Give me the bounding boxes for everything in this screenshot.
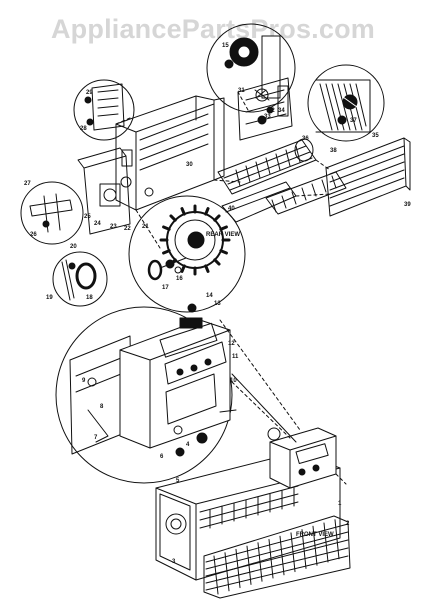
part-number-label: 27	[24, 181, 31, 187]
grille-rail	[205, 523, 349, 563]
part-number-label: 4	[186, 442, 190, 448]
part-number-label: 38	[330, 148, 337, 154]
part-number-label: 5	[176, 478, 180, 484]
grille-rail	[205, 555, 349, 591]
part-number-label: 33	[264, 114, 271, 120]
gear-tooth	[169, 214, 177, 222]
part-number-label: 35	[372, 133, 379, 139]
front-control-module	[267, 427, 337, 489]
part-number-label: 22	[124, 226, 131, 232]
rear-grille	[325, 137, 411, 217]
front-grille	[203, 515, 351, 599]
part-number-label: 23	[110, 224, 117, 230]
detail-circle-left-ring	[52, 251, 108, 307]
grille-rail	[205, 531, 349, 570]
connector-line	[231, 373, 297, 443]
detail-circle-fan-gear	[128, 195, 246, 313]
part-number-label: 11	[232, 354, 239, 360]
part-number-label: 26	[30, 232, 37, 238]
blower-wheel-assembly	[217, 138, 317, 195]
part-number-label: 24	[94, 221, 101, 227]
grille-rail	[205, 539, 349, 577]
part-number-label: 16	[176, 276, 183, 282]
part-number-label: 19	[46, 295, 53, 301]
part-number-label: 39	[404, 202, 411, 208]
grille-slat	[268, 539, 274, 579]
part-number-label: 10	[230, 378, 237, 384]
part-number-label: 6	[160, 454, 164, 460]
motor-bracket-left	[77, 147, 131, 235]
part-number-label: 12	[228, 341, 235, 347]
part-number-label: 15	[222, 43, 229, 49]
gear-tooth	[204, 207, 210, 216]
part-number-label: 30	[186, 162, 193, 168]
front-view-label: FRONT VIEW	[296, 532, 334, 538]
part-number-label: 40	[228, 206, 235, 212]
part-number-label: 13	[214, 301, 221, 307]
lower-dashed-links	[219, 319, 347, 485]
watermark-text: AppliancePartsPros.com	[50, 14, 375, 44]
part-number-label: 29	[86, 90, 93, 96]
gear-tooth	[180, 207, 186, 216]
detail-circle-top-center	[206, 23, 296, 114]
part-number-label: 37	[350, 118, 357, 124]
gear-tooth	[162, 249, 171, 255]
part-number-label: 21	[142, 224, 149, 230]
scroll-housing	[221, 181, 297, 223]
part-number-label: 32	[268, 108, 275, 114]
part-number-label: 8	[100, 404, 104, 410]
part-number-label: 14	[206, 293, 213, 299]
gear-tooth	[213, 214, 221, 222]
gear-tooth	[162, 225, 171, 231]
rear-view-label: REAR VIEW	[206, 232, 240, 238]
detail-circle-right	[307, 64, 385, 142]
upper-right-bracket	[237, 77, 293, 141]
detail-circle-left-bracket	[20, 181, 84, 245]
gear-tooth	[213, 258, 221, 266]
grille-rail	[205, 547, 349, 584]
gear-tooth	[219, 225, 228, 231]
grille-slat	[334, 519, 340, 560]
upper-chassis	[115, 95, 225, 211]
part-number-label: 17	[162, 285, 169, 291]
detail-circle-left-small	[73, 79, 135, 141]
part-number-label: 25	[84, 214, 91, 220]
part-number-label: 28	[80, 126, 87, 132]
evaporator-wheel	[265, 171, 347, 215]
detail-circle-control-box	[55, 303, 237, 484]
part-number-label: 20	[70, 244, 77, 250]
grille-slat	[235, 548, 241, 589]
gear-tooth	[204, 264, 210, 273]
grille-slat	[279, 535, 285, 576]
part-number-label: 36	[302, 136, 309, 142]
part-number-label: 1	[338, 501, 342, 507]
grille-slat	[323, 522, 329, 563]
part-number-label: 3	[172, 559, 176, 565]
part-number-label: 18	[86, 295, 93, 301]
gear-tooth	[219, 249, 228, 255]
gear-tooth	[180, 264, 186, 273]
part-number-label: 7	[94, 435, 98, 441]
part-number-label: 2	[346, 521, 350, 527]
upper-dashed-links	[115, 91, 331, 249]
part-number-label: 31	[238, 88, 245, 94]
part-number-label: 34	[278, 108, 285, 114]
part-number-label: 9	[82, 378, 86, 384]
